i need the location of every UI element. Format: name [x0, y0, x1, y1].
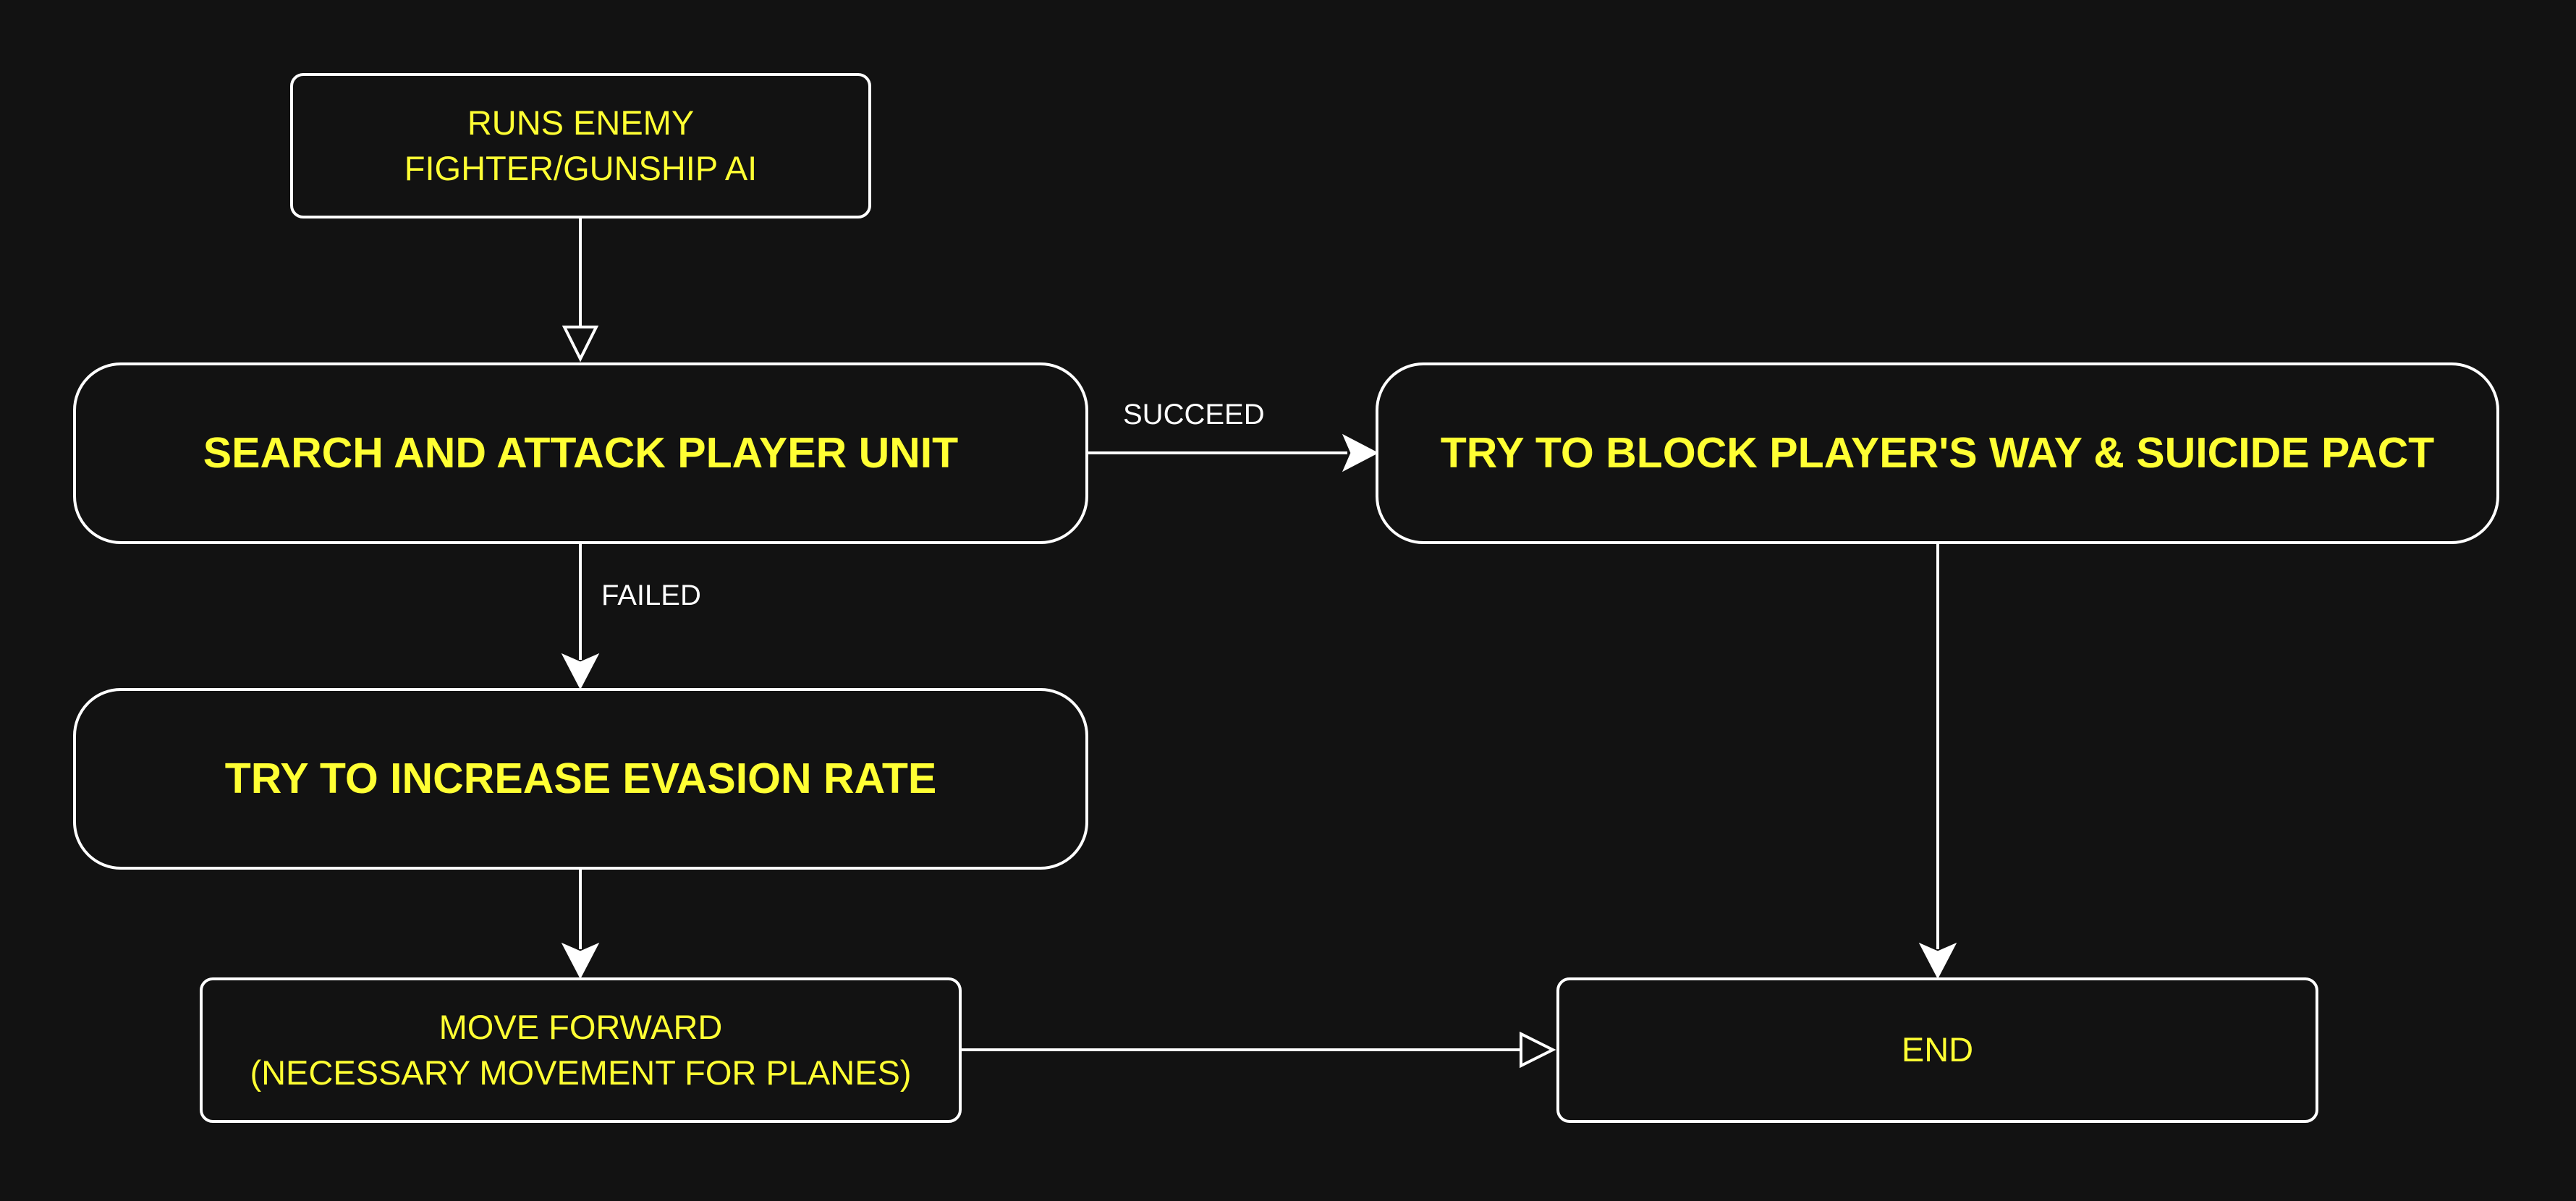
- node-increase-evasion: TRY TO INCREASE EVASION RATE: [73, 688, 1088, 870]
- solid-arrowhead: [1918, 942, 1957, 980]
- edge-evasion-to-move-forward: [561, 870, 600, 980]
- edge-runs-ai-to-search-attack: [562, 218, 599, 362]
- node-label: END: [1901, 1030, 1974, 1069]
- hollow-arrowhead: [562, 326, 599, 362]
- edge-label-succeed: SUCCEED: [1123, 399, 1265, 430]
- node-label: SEARCH AND ATTACK PLAYER UNIT: [203, 428, 959, 477]
- node-move-forward: MOVE FORWARD (NECESSARY MOVEMENT FOR PLA…: [200, 977, 962, 1123]
- node-search-and-attack: SEARCH AND ATTACK PLAYER UNIT: [73, 362, 1088, 544]
- edge-move-forward-to-end: [960, 1031, 1556, 1069]
- node-end: END: [1556, 977, 2318, 1123]
- node-label: MOVE FORWARD (NECESSARY MOVEMENT FOR PLA…: [250, 1008, 912, 1092]
- node-label: RUNS ENEMY FIGHTER/GUNSHIP AI: [404, 103, 758, 187]
- solid-arrowhead: [561, 653, 600, 690]
- solid-arrowhead: [1342, 433, 1379, 472]
- edge-block-to-end: [1918, 544, 1957, 980]
- node-runs-enemy-ai: RUNS ENEMY FIGHTER/GUNSHIP AI: [290, 73, 871, 218]
- node-label: TRY TO INCREASE EVASION RATE: [224, 754, 937, 802]
- node-label: TRY TO BLOCK PLAYER'S WAY & SUICIDE PACT: [1440, 428, 2435, 477]
- hollow-arrowhead: [1520, 1031, 1556, 1069]
- node-block-and-suicide: TRY TO BLOCK PLAYER'S WAY & SUICIDE PACT: [1376, 362, 2499, 544]
- solid-arrowhead: [561, 942, 600, 980]
- edge-search-attack-to-block: [1088, 433, 1379, 472]
- edge-label-failed: FAILED: [601, 580, 701, 611]
- edge-search-attack-to-evasion: [561, 544, 600, 690]
